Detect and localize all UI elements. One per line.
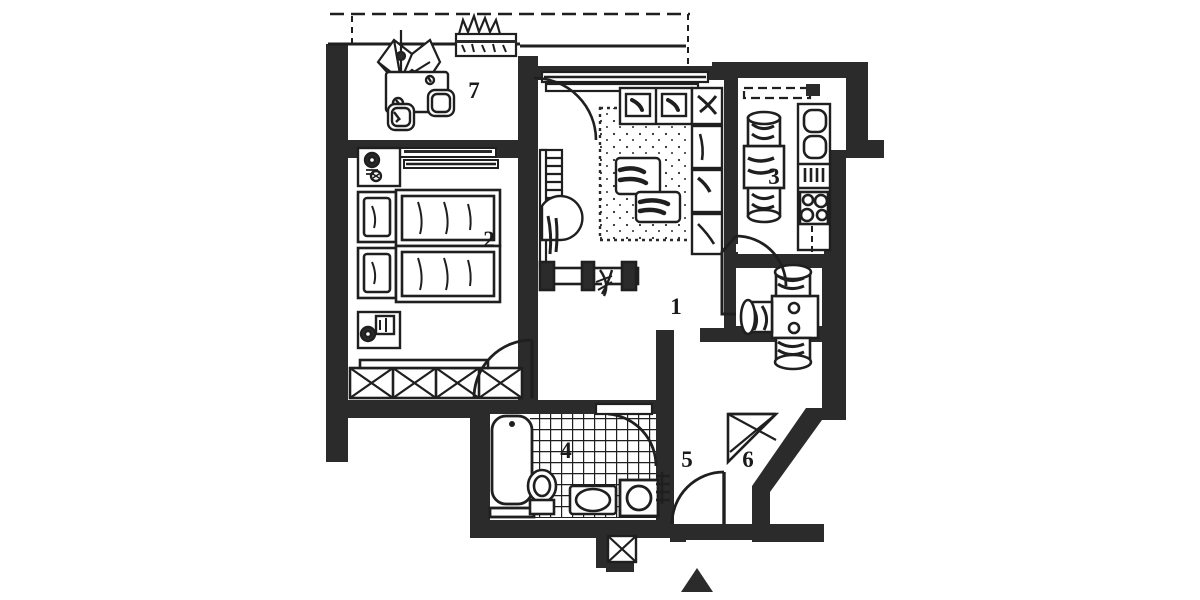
kitchen-room-3 [720,84,832,316]
dish-rack [803,168,825,182]
bedroom-door [472,338,534,399]
living-side-units [690,86,724,256]
hallway-room-5 [670,412,780,525]
entrance-marker-triangle [681,568,713,592]
room-label-5: 5 [681,447,693,472]
kitchen-table-set [742,110,786,224]
bed-lower [356,244,502,304]
dining-set [739,263,820,371]
living-door-swing [533,76,598,141]
kitchen-door [720,234,788,316]
washbasin [618,478,660,518]
room-label-4: 4 [560,438,572,463]
bedroom-wardrobes [348,358,524,400]
console-table [538,260,640,297]
wall-structure [326,44,884,572]
radiator [656,472,670,504]
coffee-tables [614,156,682,224]
balcony-chairs [386,88,456,132]
bathroom-room-4 [488,402,670,564]
cooktop [798,190,830,226]
small-closet [606,534,638,564]
room-label-2: 2 [483,227,495,252]
entrance-door [670,470,726,525]
bathtub [488,414,536,519]
room-label-7: 7 [468,78,480,103]
room-label-6: 6 [742,447,754,472]
bedroom-window [403,159,499,169]
bidet [568,484,618,516]
plant-decor [540,194,584,255]
planter-boxes [454,12,518,58]
kitchen-upper-cabinets [742,84,820,100]
living-room-1 [533,70,820,371]
kitchen-sink [802,108,828,160]
sofa-top [618,86,694,126]
room-number-labels: 1 2 3 4 5 6 7 [468,78,780,472]
nightstand-top [356,146,402,188]
bathroom-shelf [594,402,654,416]
bed-upper [356,188,502,248]
bedroom-room-2 [348,146,534,400]
nightstand-bottom [356,310,402,350]
closet-6 [726,412,780,466]
room-label-3: 3 [768,164,780,189]
bathroom-door [607,412,658,467]
balcony-room-7 [328,12,690,158]
toilet [526,468,558,516]
room-label-1: 1 [670,294,682,319]
